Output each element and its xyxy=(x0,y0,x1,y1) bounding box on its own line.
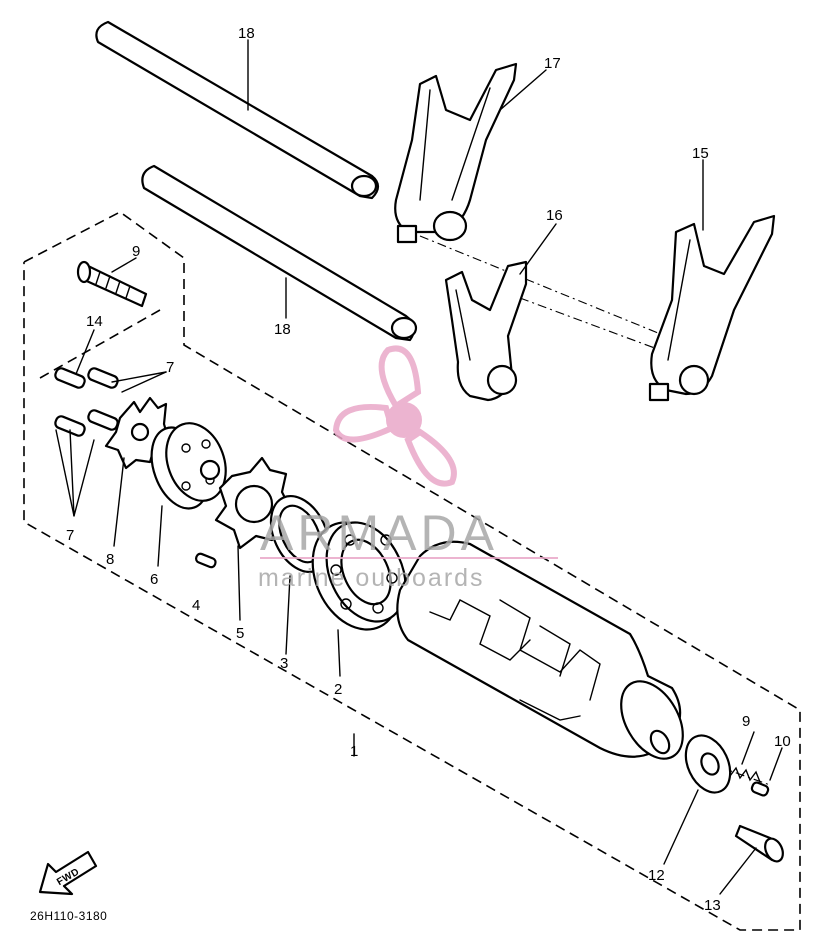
callout-7-upper: 7 xyxy=(166,359,174,376)
callout-6: 6 xyxy=(150,571,158,588)
propeller-blade xyxy=(378,345,422,411)
shift-rod-upper xyxy=(95,20,380,200)
callout-12: 12 xyxy=(648,867,665,884)
dowel-pins xyxy=(54,367,119,437)
screw-9 xyxy=(76,260,148,308)
callout-18-lower: 18 xyxy=(274,321,291,338)
callout-13: 13 xyxy=(704,897,721,914)
watermark-tagline: marine outboards xyxy=(258,564,485,592)
callout-17: 17 xyxy=(544,55,561,72)
callout-18-upper: 18 xyxy=(238,25,255,42)
callout-11: 10 xyxy=(774,733,791,750)
propeller-blade xyxy=(332,404,396,443)
shift-drum-1 xyxy=(396,540,684,760)
assembly-boundary xyxy=(23,211,801,931)
drum-segment-6 xyxy=(150,422,227,510)
shift-fork-17 xyxy=(394,62,518,244)
callout-7-lower: 7 xyxy=(66,527,74,544)
shift-rod-lower xyxy=(141,164,418,342)
center-lines xyxy=(419,235,771,786)
shift-fork-16 xyxy=(444,260,528,402)
callout-4: 4 xyxy=(192,597,200,614)
callout-15: 15 xyxy=(692,145,709,162)
propeller-logo-icon xyxy=(332,345,457,487)
spring-10 xyxy=(729,766,761,783)
callout-9: 9 xyxy=(132,243,140,260)
bearing-2 xyxy=(311,521,407,631)
callout-14: 14 xyxy=(86,313,103,330)
callout-10: 9 xyxy=(742,713,750,730)
fwd-arrow-icon: FWD xyxy=(38,850,98,896)
washer-12 xyxy=(684,734,732,794)
watermark: ARMADA marine outboards xyxy=(258,345,558,592)
watermark-brand: ARMADA xyxy=(260,505,498,561)
propeller-hub xyxy=(386,402,422,438)
callout-5: 5 xyxy=(236,625,244,642)
callout-1: 1 xyxy=(350,743,358,760)
callout-3: 3 xyxy=(280,655,288,672)
shift-fork-15 xyxy=(648,214,776,402)
callout-labels: 18 17 15 16 9 18 14 7 7 8 6 4 5 3 2 1 9 … xyxy=(66,25,791,914)
ball-11 xyxy=(750,781,770,797)
callout-2: 2 xyxy=(334,681,342,698)
propeller-blade xyxy=(404,428,457,487)
callout-16: 16 xyxy=(546,207,563,224)
screw-13 xyxy=(734,824,784,863)
diagram-code: 26H110-3180 xyxy=(30,909,107,923)
pin-4 xyxy=(194,552,217,569)
callout-8: 8 xyxy=(106,551,114,568)
leader-lines xyxy=(55,39,783,895)
